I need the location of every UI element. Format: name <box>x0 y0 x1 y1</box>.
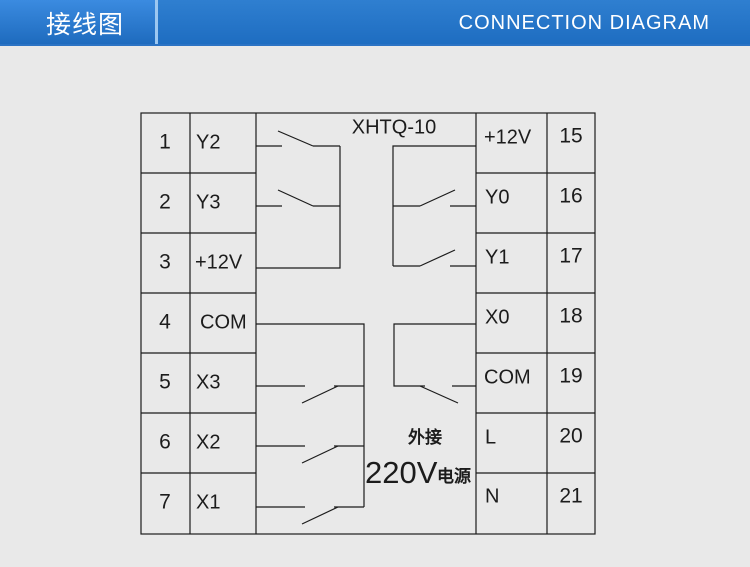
input-switch-x2 <box>256 445 364 464</box>
common-wire-12v-left <box>256 146 341 269</box>
terminal-label-12v-left: +12V <box>195 251 243 273</box>
header-divider <box>155 0 158 44</box>
model-label: XHTQ-10 <box>352 116 436 138</box>
power-note-label: 外接 <box>408 427 442 448</box>
header-title-block <box>0 0 155 44</box>
terminal-number-6: 6 <box>159 431 171 454</box>
terminal-number-3: 3 <box>159 251 171 274</box>
terminal-label-12v-right: +12V <box>484 126 532 148</box>
terminal-number-19: 19 <box>559 365 582 388</box>
terminal-label-n: N <box>485 485 499 507</box>
common-wire-com-left <box>256 323 365 507</box>
input-switch-x0 <box>419 385 476 404</box>
terminal-number-18: 18 <box>559 305 582 328</box>
output-switch-y3 <box>256 189 340 207</box>
terminal-label-y1: Y1 <box>485 246 509 268</box>
terminal-number-4: 4 <box>159 311 171 334</box>
terminal-number-2: 2 <box>159 191 171 214</box>
input-wire-x0 <box>393 323 476 387</box>
terminal-label-x3: X3 <box>196 371 220 393</box>
terminal-number-15: 15 <box>559 125 582 148</box>
header-bar: 接线图 CONNECTION DIAGRAM <box>0 0 750 46</box>
terminal-number-21: 21 <box>559 485 582 508</box>
terminal-label-com-right: COM <box>484 366 531 388</box>
terminal-number-17: 17 <box>559 245 582 268</box>
output-switch-y2 <box>256 130 340 147</box>
terminal-label-x2: X2 <box>196 431 220 453</box>
power-word-label: 电源 <box>437 466 471 487</box>
output-switch-y0 <box>393 189 476 207</box>
terminal-label-l: L <box>485 426 496 448</box>
terminal-number-1: 1 <box>159 131 171 154</box>
terminal-frame <box>140 112 596 535</box>
terminal-label-x0: X0 <box>485 306 509 328</box>
terminal-label-y2: Y2 <box>196 131 220 153</box>
terminal-number-20: 20 <box>559 425 582 448</box>
page-title: 接线图 <box>46 10 125 39</box>
input-switch-x3 <box>256 385 364 404</box>
common-wire-12v-right <box>392 145 476 266</box>
input-switch-x1 <box>256 506 364 525</box>
output-switch-y1 <box>393 249 476 267</box>
terminal-number-16: 16 <box>559 185 582 208</box>
power-voltage-label: 220V <box>365 455 438 490</box>
terminal-label-com-left: COM <box>200 311 247 333</box>
page-subtitle: CONNECTION DIAGRAM <box>458 12 710 34</box>
terminal-number-5: 5 <box>159 371 171 394</box>
terminal-label-x1: X1 <box>196 491 220 513</box>
terminal-label-y0: Y0 <box>485 186 509 208</box>
terminal-number-7: 7 <box>159 491 171 514</box>
terminal-label-y3: Y3 <box>196 191 220 213</box>
